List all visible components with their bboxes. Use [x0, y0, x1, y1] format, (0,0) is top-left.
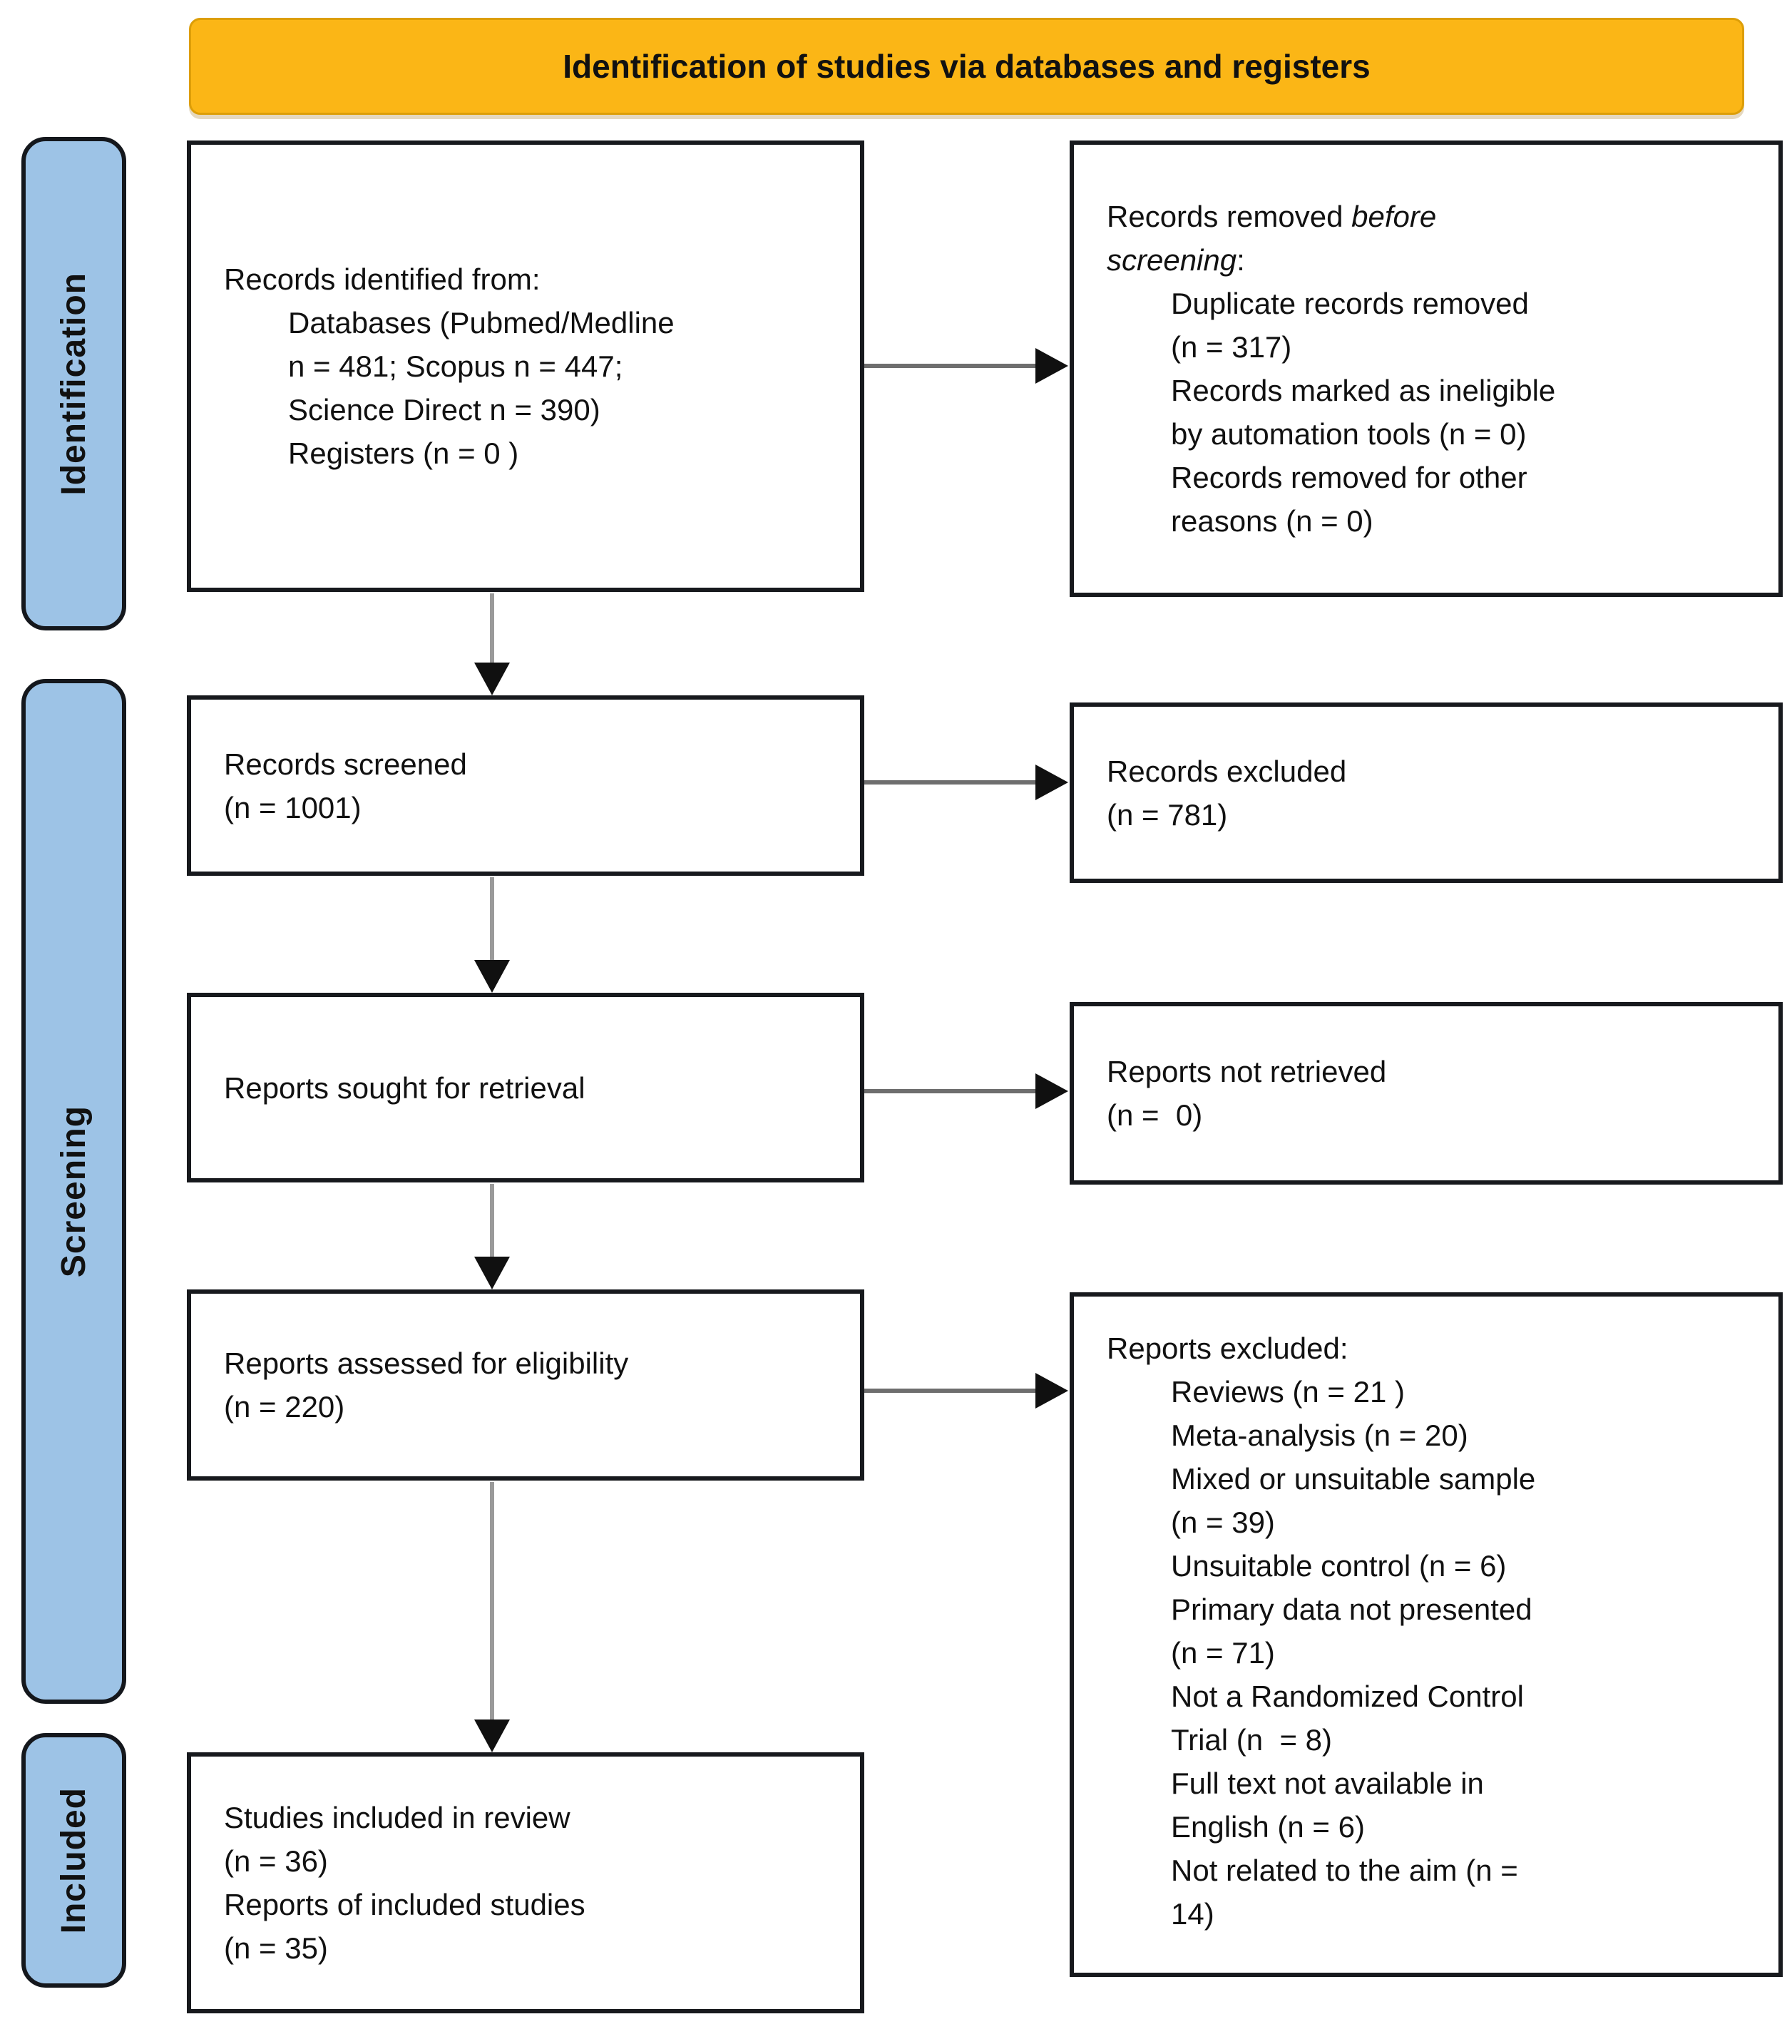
box-line: Primary data not presented	[1171, 1593, 1532, 1626]
flow-box-records-excluded: Records excluded (n = 781)	[1070, 702, 1783, 883]
arrow-screened-to-sought-stem	[490, 877, 494, 963]
box-line: English (n = 6)	[1171, 1810, 1365, 1844]
arrow-identified-to-screened-head-icon	[474, 663, 510, 695]
flow-box-reports-excluded: Reports excluded: Reviews (n = 21 ) Meta-a…	[1070, 1292, 1783, 1977]
box-line: Not a Randomized Control	[1171, 1680, 1524, 1713]
box-line: Records excluded	[1107, 754, 1347, 788]
box-line: Duplicate records removed	[1171, 287, 1529, 320]
box-line: (n = 781)	[1107, 797, 1228, 832]
arrow-sought-to-assessed-head-icon	[474, 1257, 510, 1289]
arrow-identified-to-removed-head-icon	[1035, 348, 1068, 384]
flow-box-reports-sought: Reports sought for retrieval	[187, 993, 864, 1182]
box-line: Trial (n = 8)	[1171, 1723, 1332, 1757]
box-line: (n = 35)	[224, 1931, 328, 1965]
box-line: (n = 39)	[1171, 1506, 1275, 1539]
box-line: Not related to the aim (n =	[1171, 1854, 1518, 1887]
box-line: Records marked as ineligible	[1171, 374, 1556, 407]
arrow-screened-to-sought-head-icon	[474, 960, 510, 993]
arrow-sought-to-notretrieved-head-icon	[1035, 1073, 1068, 1109]
box-line: (n = 1001)	[224, 790, 362, 824]
box-line: (n = 317)	[1171, 330, 1292, 364]
stage-label-screening: Screening	[55, 1105, 93, 1278]
header-title: Identification of studies via databases …	[563, 48, 1371, 85]
box-line: Reports sought for retrieval	[224, 1070, 585, 1105]
box-line: Meta-analysis (n = 20)	[1171, 1419, 1468, 1452]
stage-label-included: Included	[55, 1787, 93, 1934]
flow-box-records-screened: Records screened (n = 1001)	[187, 695, 864, 876]
stage-bar-identification: Identification	[21, 137, 126, 630]
box-line: reasons (n = 0)	[1171, 504, 1373, 538]
stage-label-identification: Identification	[55, 272, 93, 496]
box-line: Records screened	[224, 747, 467, 781]
box-line: Unsuitable control (n = 6)	[1171, 1549, 1507, 1583]
box-line: screening:	[1107, 243, 1245, 277]
box-line: Databases (Pubmed/Medline	[288, 306, 675, 339]
flow-box-records-removed: Records removed before screening: Duplicat…	[1070, 140, 1783, 597]
arrow-sought-to-notretrieved-stem	[864, 1089, 1038, 1093]
box-line: Reviews (n = 21 )	[1171, 1375, 1405, 1409]
stage-bar-included: Included	[21, 1733, 126, 1988]
stage-bar-screening: Screening	[21, 679, 126, 1704]
box-line: Reports assessed for eligibility	[224, 1347, 629, 1380]
box-line: (n = 36)	[224, 1844, 328, 1878]
box-line: Reports excluded:	[1107, 1332, 1348, 1365]
flow-box-records-identified: Records identified from: Databases (Pubme…	[187, 140, 864, 592]
arrow-assessed-to-included-head-icon	[474, 1719, 510, 1752]
flow-box-reports-not-retrieved: Reports not retrieved (n = 0)	[1070, 1002, 1783, 1185]
box-line: Records identified from:	[224, 262, 541, 296]
box-line: Records removed before	[1107, 200, 1437, 233]
flow-box-reports-assessed: Reports assessed for eligibility (n = 220…	[187, 1289, 864, 1481]
arrow-screened-to-excluded-stem	[864, 780, 1038, 785]
box-line: Mixed or unsuitable sample	[1171, 1462, 1536, 1496]
box-line: by automation tools (n = 0)	[1171, 417, 1527, 451]
box-line: Science Direct n = 390)	[288, 393, 600, 426]
header-banner: Identification of studies via databases …	[189, 18, 1744, 115]
box-line: Reports not retrieved	[1107, 1055, 1387, 1088]
arrow-sought-to-assessed-stem	[490, 1184, 494, 1259]
box-line: Studies included in review	[224, 1801, 570, 1834]
box-line: (n = 220)	[224, 1390, 345, 1424]
box-line: (n = 71)	[1171, 1636, 1275, 1670]
arrow-identified-to-removed-stem	[864, 364, 1038, 368]
box-line: n = 481; Scopus n = 447;	[288, 349, 623, 383]
arrow-assessed-to-reportsexcluded-head-icon	[1035, 1373, 1068, 1409]
box-line: 14)	[1171, 1897, 1214, 1931]
flow-box-studies-included: Studies included in review (n = 36) Report…	[187, 1752, 864, 2013]
box-line: Reports of included studies	[224, 1888, 585, 1921]
box-line: Registers (n = 0 )	[288, 436, 519, 470]
box-line: Records removed for other	[1171, 461, 1527, 494]
box-line: (n = 0)	[1107, 1098, 1203, 1132]
arrow-assessed-to-included-stem	[490, 1482, 494, 1721]
arrow-assessed-to-reportsexcluded-stem	[864, 1389, 1038, 1393]
arrow-screened-to-excluded-head-icon	[1035, 765, 1068, 800]
arrow-identified-to-screened-stem	[490, 593, 494, 665]
box-line: Full text not available in	[1171, 1767, 1484, 1800]
